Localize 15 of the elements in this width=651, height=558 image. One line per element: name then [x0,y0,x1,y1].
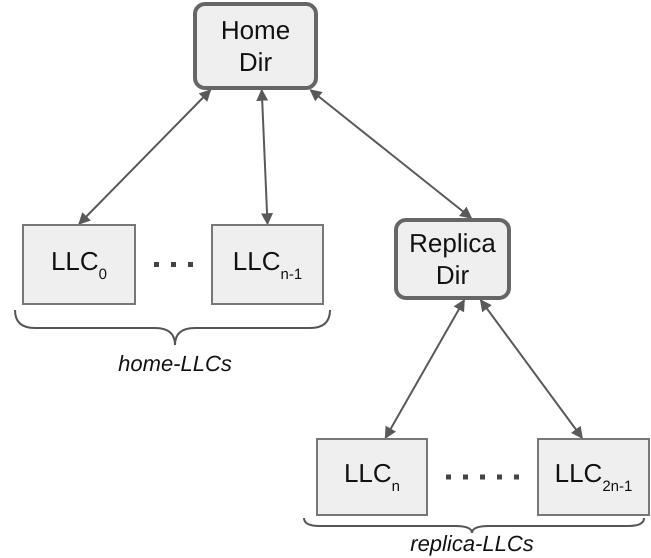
cache-box: LLC$_{n}$ [316,438,428,516]
arrow [256,88,274,226]
arrow [310,89,472,219]
dotted-line [446,474,519,480]
arrow [78,89,212,225]
cache-box: LLC$_{n-1}$ [211,224,324,305]
dotted-line [154,262,193,267]
directory-box: Replica Dir [394,218,511,300]
group-label: home-LLCs [118,352,232,376]
group-label: replica-LLCs [410,532,534,556]
directory-box: Home Dir [193,2,318,90]
cache-box: LLC$_{0}$ [22,224,136,305]
cache-box: LLC$_{2n-1}$ [537,438,650,516]
arrow [480,299,583,439]
arrow [384,298,466,440]
